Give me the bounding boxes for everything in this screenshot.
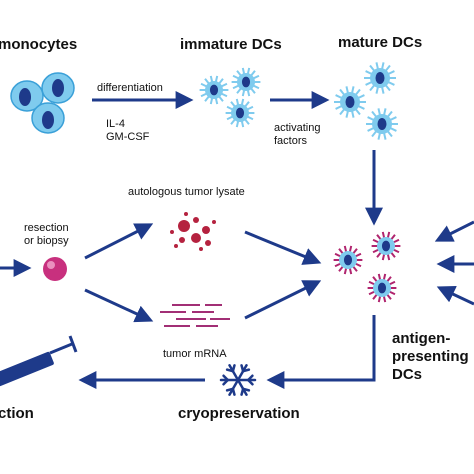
- stage-cryopreservation: cryopreservation: [178, 405, 300, 422]
- arrow-to-lysate: [84, 223, 154, 260]
- monocyte-nucleus: [52, 79, 64, 97]
- label-activating-factors: activating factors: [274, 122, 321, 147]
- antigen-presenting-dc: [371, 231, 401, 261]
- stage-injection: ction: [0, 405, 34, 422]
- arrow-to-mrna: [84, 288, 154, 323]
- monocyte-nucleus: [19, 88, 31, 106]
- antigen-presenting-dc: [367, 273, 397, 303]
- dendritic-cells: [199, 62, 401, 303]
- antigen-presenting-dc: [333, 245, 363, 275]
- label-tumor-mrna: tumor mRNA: [163, 348, 227, 360]
- label-resection: resection or biopsy: [24, 222, 69, 247]
- arrow-right-upper: [434, 220, 474, 242]
- snowflake-icon: [219, 364, 257, 396]
- mature-dc: [334, 86, 366, 118]
- stage-mature-dcs: mature DCs: [338, 34, 423, 51]
- stage-antigen-presenting-dcs: antigen- presenting DCs: [392, 330, 469, 383]
- stage-immature-dcs: immature DCs: [180, 36, 282, 53]
- monocyte-cells: [10, 72, 75, 134]
- tumor-tissue-highlight: [47, 261, 55, 269]
- arrow-to-cryopreservation: [266, 315, 376, 389]
- monocyte-nucleus: [42, 111, 54, 129]
- mature-dc: [364, 62, 396, 94]
- immature-dc: [231, 67, 261, 97]
- immature-dc: [199, 75, 229, 105]
- tumor-tissue-sphere: [43, 257, 67, 281]
- label-differentiation: differentiation: [97, 82, 163, 94]
- syringe-icon: [0, 335, 78, 387]
- arrow-right-lower: [436, 285, 474, 306]
- label-autologous-tumor-lysate: autologous tumor lysate: [128, 186, 245, 198]
- arrow-lysate-to-dcs: [244, 230, 322, 265]
- arrow-mrna-to-dcs: [244, 280, 322, 320]
- mature-dc: [366, 108, 398, 140]
- tumor-mrna-strands: [160, 304, 230, 327]
- stage-monocytes: monocytes: [0, 36, 78, 53]
- tumor-lysate-fragments: [170, 212, 216, 251]
- immature-dc: [225, 98, 255, 128]
- label-cytokines: IL-4 GM-CSF: [106, 118, 150, 143]
